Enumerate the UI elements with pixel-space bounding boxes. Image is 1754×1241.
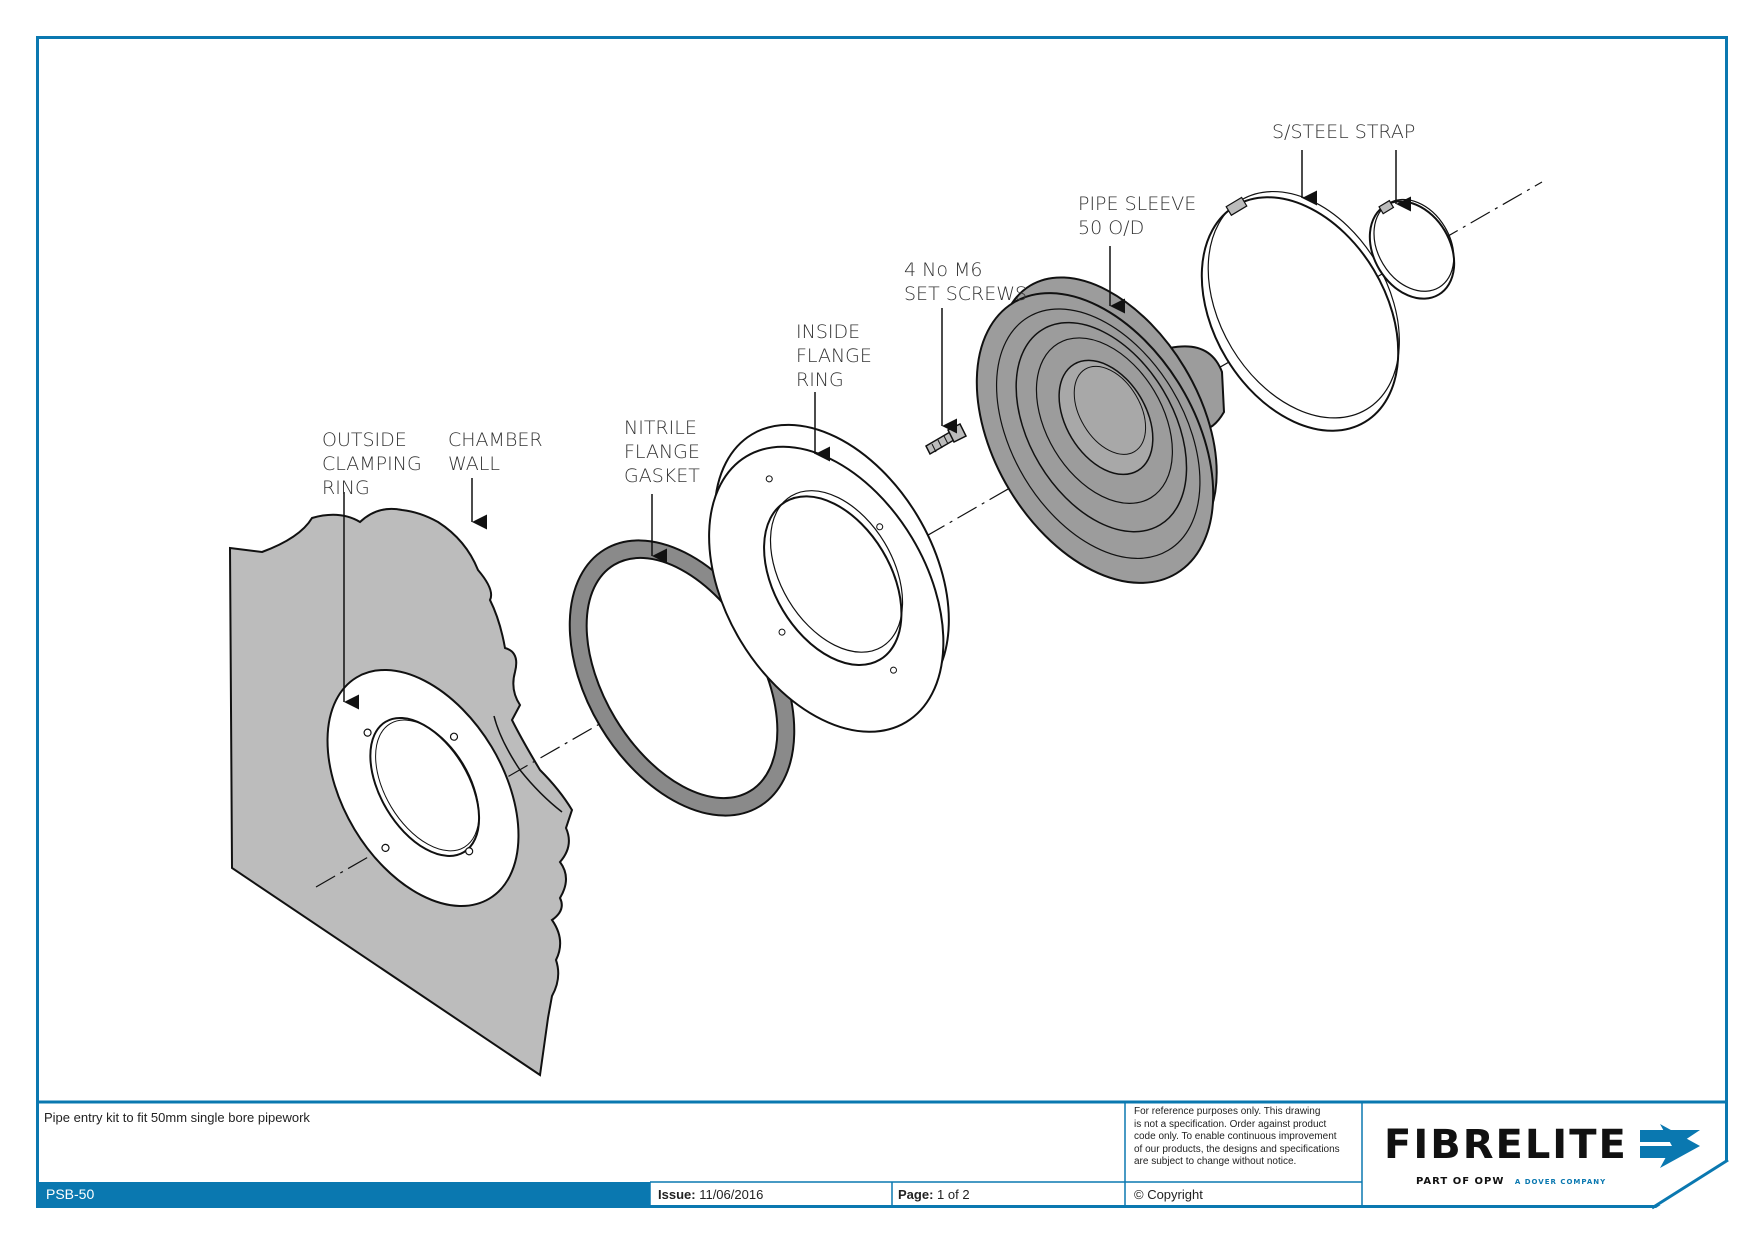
label-outside-clamping-ring: OUTSIDE CLAMPING RING: [322, 429, 428, 499]
page-field: Page: 1 of 2: [898, 1187, 970, 1202]
part-code: PSB-50: [46, 1186, 95, 1202]
title-block: [36, 1100, 1728, 1208]
disclaimer: For reference purposes only. This drawin…: [1134, 1106, 1360, 1169]
inside-flange-ring: [708, 423, 950, 733]
issue-label: Issue:: [658, 1187, 696, 1202]
set-screw: [925, 422, 968, 456]
steel-strap-small: [1368, 198, 1456, 300]
centre-axis: [315, 181, 1543, 888]
issue-field: Issue: 11/06/2016: [658, 1187, 763, 1202]
label-pipe-sleeve: PIPE SLEEVE 50 O/D: [1078, 193, 1202, 239]
label-chamber-wall: CHAMBER WALL: [448, 429, 549, 475]
copyright: © Copyright: [1134, 1187, 1203, 1202]
drawing-frame: [36, 36, 1728, 1208]
page-value: 1 of 2: [937, 1187, 970, 1202]
label-set-screws: 4 No M6 SET SCREWS: [904, 259, 1027, 305]
drawing-description: Pipe entry kit to fit 50mm single bore p…: [44, 1110, 310, 1125]
outside-clamping-ring: [326, 668, 520, 908]
issue-value: 11/06/2016: [699, 1187, 764, 1202]
brand-sub2-text: A DOVER COMPANY: [1514, 1178, 1607, 1186]
label-inside-flange-ring: INSIDE FLANGE RING: [796, 321, 878, 391]
disclaimer-line: of our products, the designs and specifi…: [1134, 1143, 1340, 1155]
disclaimer-line: For reference purposes only. This drawin…: [1134, 1106, 1321, 1117]
disclaimer-line: is not a specification. Order against pr…: [1134, 1118, 1327, 1130]
brand-sub: PART OF OPW A DOVER COMPANY: [1416, 1176, 1606, 1187]
brand-name: FIBRELITE: [1384, 1122, 1628, 1168]
disclaimer-line: code only. To enable continuous improvem…: [1134, 1131, 1337, 1142]
pipe-sleeve: [975, 276, 1226, 584]
label-nitrile-flange-gasket: NITRILE FLANGE GASKET: [624, 417, 706, 487]
fibrelite-logo-icon: [1640, 1124, 1700, 1168]
label-steel-strap: S/STEEL STRAP: [1272, 121, 1415, 143]
disclaimer-line: are subject to change without notice.: [1134, 1156, 1297, 1167]
page-label: Page:: [898, 1187, 934, 1202]
brand-sub-text: PART OF OPW: [1416, 1176, 1505, 1187]
part-code-bar: [36, 1182, 650, 1208]
